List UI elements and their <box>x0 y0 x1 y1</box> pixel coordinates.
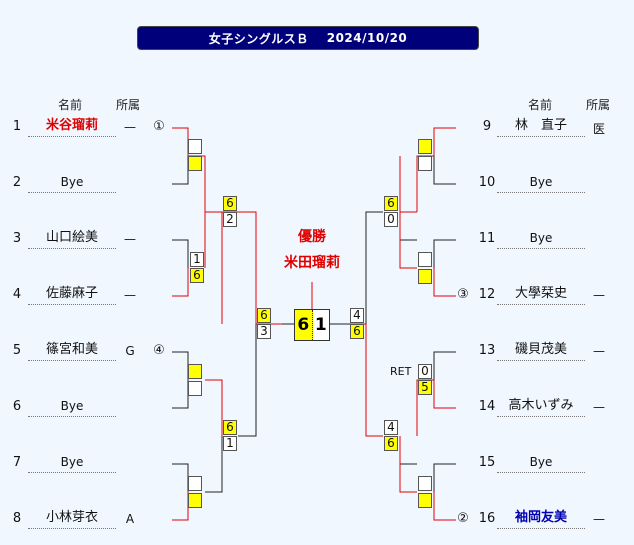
final-score-right: 1 <box>312 310 329 340</box>
score-r2-right-bot-a: 4 <box>384 420 398 435</box>
player-number: 9 <box>482 119 492 134</box>
score-box-empty <box>188 476 202 491</box>
player-number: 11 <box>478 231 496 246</box>
player-name: Bye <box>497 172 585 193</box>
player-name: 高木いずみ <box>497 396 585 417</box>
player-affiliation: — <box>124 120 136 134</box>
player-number: 4 <box>12 287 22 302</box>
player-number: 15 <box>478 455 496 470</box>
score-box-empty <box>188 139 202 154</box>
player-number: 8 <box>12 511 22 526</box>
player-name: Bye <box>497 228 585 249</box>
player-affiliation: A <box>125 512 135 526</box>
score-r2-bot-b: 1 <box>223 436 237 451</box>
score-r2-right-bot-b: 6 <box>384 436 398 451</box>
score-box-empty-highlight <box>418 493 432 508</box>
player-affiliation: G <box>125 344 135 358</box>
score-r1-player4: 6 <box>190 268 204 283</box>
player-affiliation: 医 <box>592 122 605 136</box>
player-number: 5 <box>12 343 22 358</box>
player-number: 12 <box>478 287 496 302</box>
score-r2-top-b: 2 <box>223 212 237 227</box>
player-number: 7 <box>12 455 22 470</box>
score-sf-left-b: 3 <box>257 324 271 339</box>
score-sf-right-a: 4 <box>350 308 364 323</box>
score-r2-bot-a: 6 <box>223 420 237 435</box>
player-seed: ④ <box>153 343 165 358</box>
player-affiliation: — <box>124 288 136 302</box>
retired-label: RET <box>390 365 412 378</box>
score-box-empty <box>418 476 432 491</box>
player-name: 米谷瑠莉 <box>28 116 116 137</box>
score-box-empty <box>418 252 432 267</box>
player-affiliation: — <box>124 232 136 246</box>
final-score: 6 1 <box>294 309 330 341</box>
player-seed: ③ <box>457 287 469 302</box>
player-affiliation: — <box>593 400 605 414</box>
player-name: 佐藤麻子 <box>28 284 116 305</box>
player-seed: ② <box>457 511 469 526</box>
player-number: 16 <box>478 511 496 526</box>
header-affiliation-right: 所属 <box>586 98 611 112</box>
player-number: 6 <box>12 399 22 414</box>
score-box-empty-highlight <box>188 364 202 379</box>
score-box-empty <box>418 156 432 171</box>
score-r1-player13: 0 <box>418 364 432 379</box>
event-date: 2024/10/20 <box>326 31 408 45</box>
player-number: 14 <box>478 399 496 414</box>
score-sf-left-a: 6 <box>257 308 271 323</box>
player-seed: ① <box>153 119 165 134</box>
score-sf-right-b: 6 <box>350 324 364 339</box>
score-box-empty-highlight <box>418 269 432 284</box>
player-affiliation: — <box>593 512 605 526</box>
player-name: Bye <box>28 172 116 193</box>
player-number: 1 <box>12 119 22 134</box>
player-number: 13 <box>478 343 496 358</box>
title-bar: 女子シングルスＢ 2024/10/20 <box>137 26 479 50</box>
score-r2-top-a: 6 <box>223 196 237 211</box>
player-affiliation: — <box>593 288 605 302</box>
header-name-left: 名前 <box>58 98 83 112</box>
player-name: 袖岡友美 <box>497 508 585 529</box>
score-box-empty-highlight <box>188 493 202 508</box>
player-name: 山口絵美 <box>28 228 116 249</box>
player-name: 大學栞史 <box>497 284 585 305</box>
header-name-right: 名前 <box>528 98 553 112</box>
player-number: 10 <box>478 175 496 190</box>
score-r2-right-top-b: 0 <box>384 212 398 227</box>
score-box-empty <box>188 381 202 396</box>
final-score-left: 6 <box>295 310 313 340</box>
player-name: 磯貝茂美 <box>497 340 585 361</box>
player-name: 林 直子 <box>497 116 585 137</box>
player-name: 小林芽衣 <box>28 508 116 529</box>
player-number: 3 <box>12 231 22 246</box>
champion-name: 米田瑠莉 <box>284 255 340 271</box>
player-name: 篠宮和美 <box>28 340 116 361</box>
score-r1-player3: 1 <box>190 252 204 267</box>
score-r2-right-top-a: 6 <box>384 196 398 211</box>
player-name: Bye <box>497 452 585 473</box>
header-affiliation-left: 所属 <box>116 98 141 112</box>
score-box-empty-highlight <box>418 139 432 154</box>
player-name: Bye <box>28 396 116 417</box>
event-title: 女子シングルスＢ <box>208 31 309 46</box>
player-name: Bye <box>28 452 116 473</box>
player-number: 2 <box>12 175 22 190</box>
score-box-empty-highlight <box>188 156 202 171</box>
champion-label: 優勝 <box>298 229 326 245</box>
player-affiliation: — <box>593 344 605 358</box>
score-r1-player14: 5 <box>418 380 432 395</box>
